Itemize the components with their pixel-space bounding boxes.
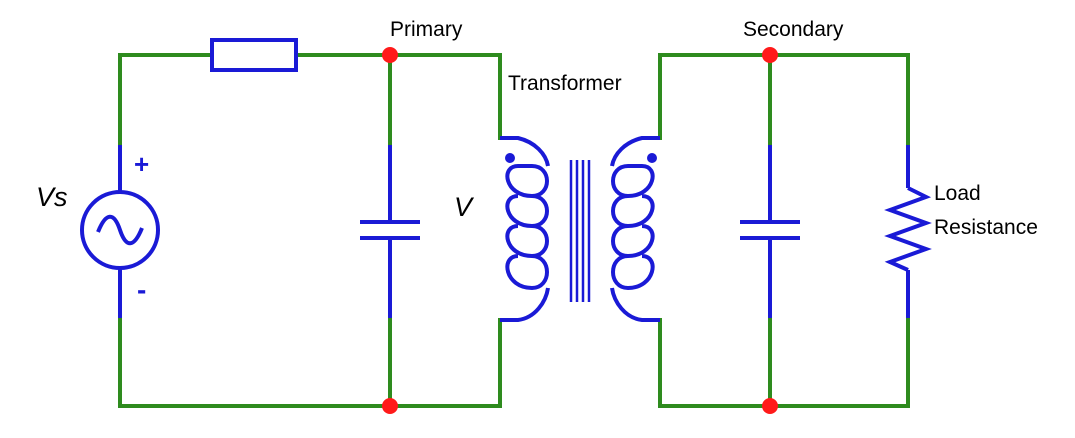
primary-voltage-label: V: [454, 192, 473, 222]
wire-secondary-top: [658, 53, 910, 147]
primary-label: Primary: [390, 18, 463, 41]
source-voltage-label: Vs: [36, 182, 68, 212]
load-label-line2: Resistance: [934, 216, 1038, 239]
transformer-core: [569, 160, 591, 302]
load-resistor: [884, 145, 932, 318]
primary-node-top: [382, 47, 398, 63]
source-plus-sign: +: [134, 149, 150, 179]
secondary-label: Secondary: [743, 18, 844, 41]
primary-node-bottom: [382, 398, 398, 414]
load-label-line1: Load: [934, 182, 981, 205]
ac-source: [80, 145, 160, 318]
wires: [118, 53, 910, 408]
transformer-primary-winding: [500, 136, 550, 322]
series-resistor: [210, 38, 298, 72]
secondary-capacitor: [740, 145, 800, 318]
secondary-node-bottom: [762, 398, 778, 414]
components: [80, 38, 932, 322]
junction-nodes: [382, 47, 778, 414]
wire-resistor-to-primary-node: [294, 53, 502, 140]
wire-secondary-bottom: [658, 316, 910, 408]
transformer-label: Transformer: [508, 72, 622, 95]
wire-source-top: [118, 53, 212, 147]
source-minus-sign: -: [137, 274, 147, 305]
wire-source-bottom: [118, 316, 502, 408]
primary-capacitor: [360, 145, 420, 318]
transformer-secondary-winding: [610, 136, 660, 322]
secondary-node-top: [762, 47, 778, 63]
